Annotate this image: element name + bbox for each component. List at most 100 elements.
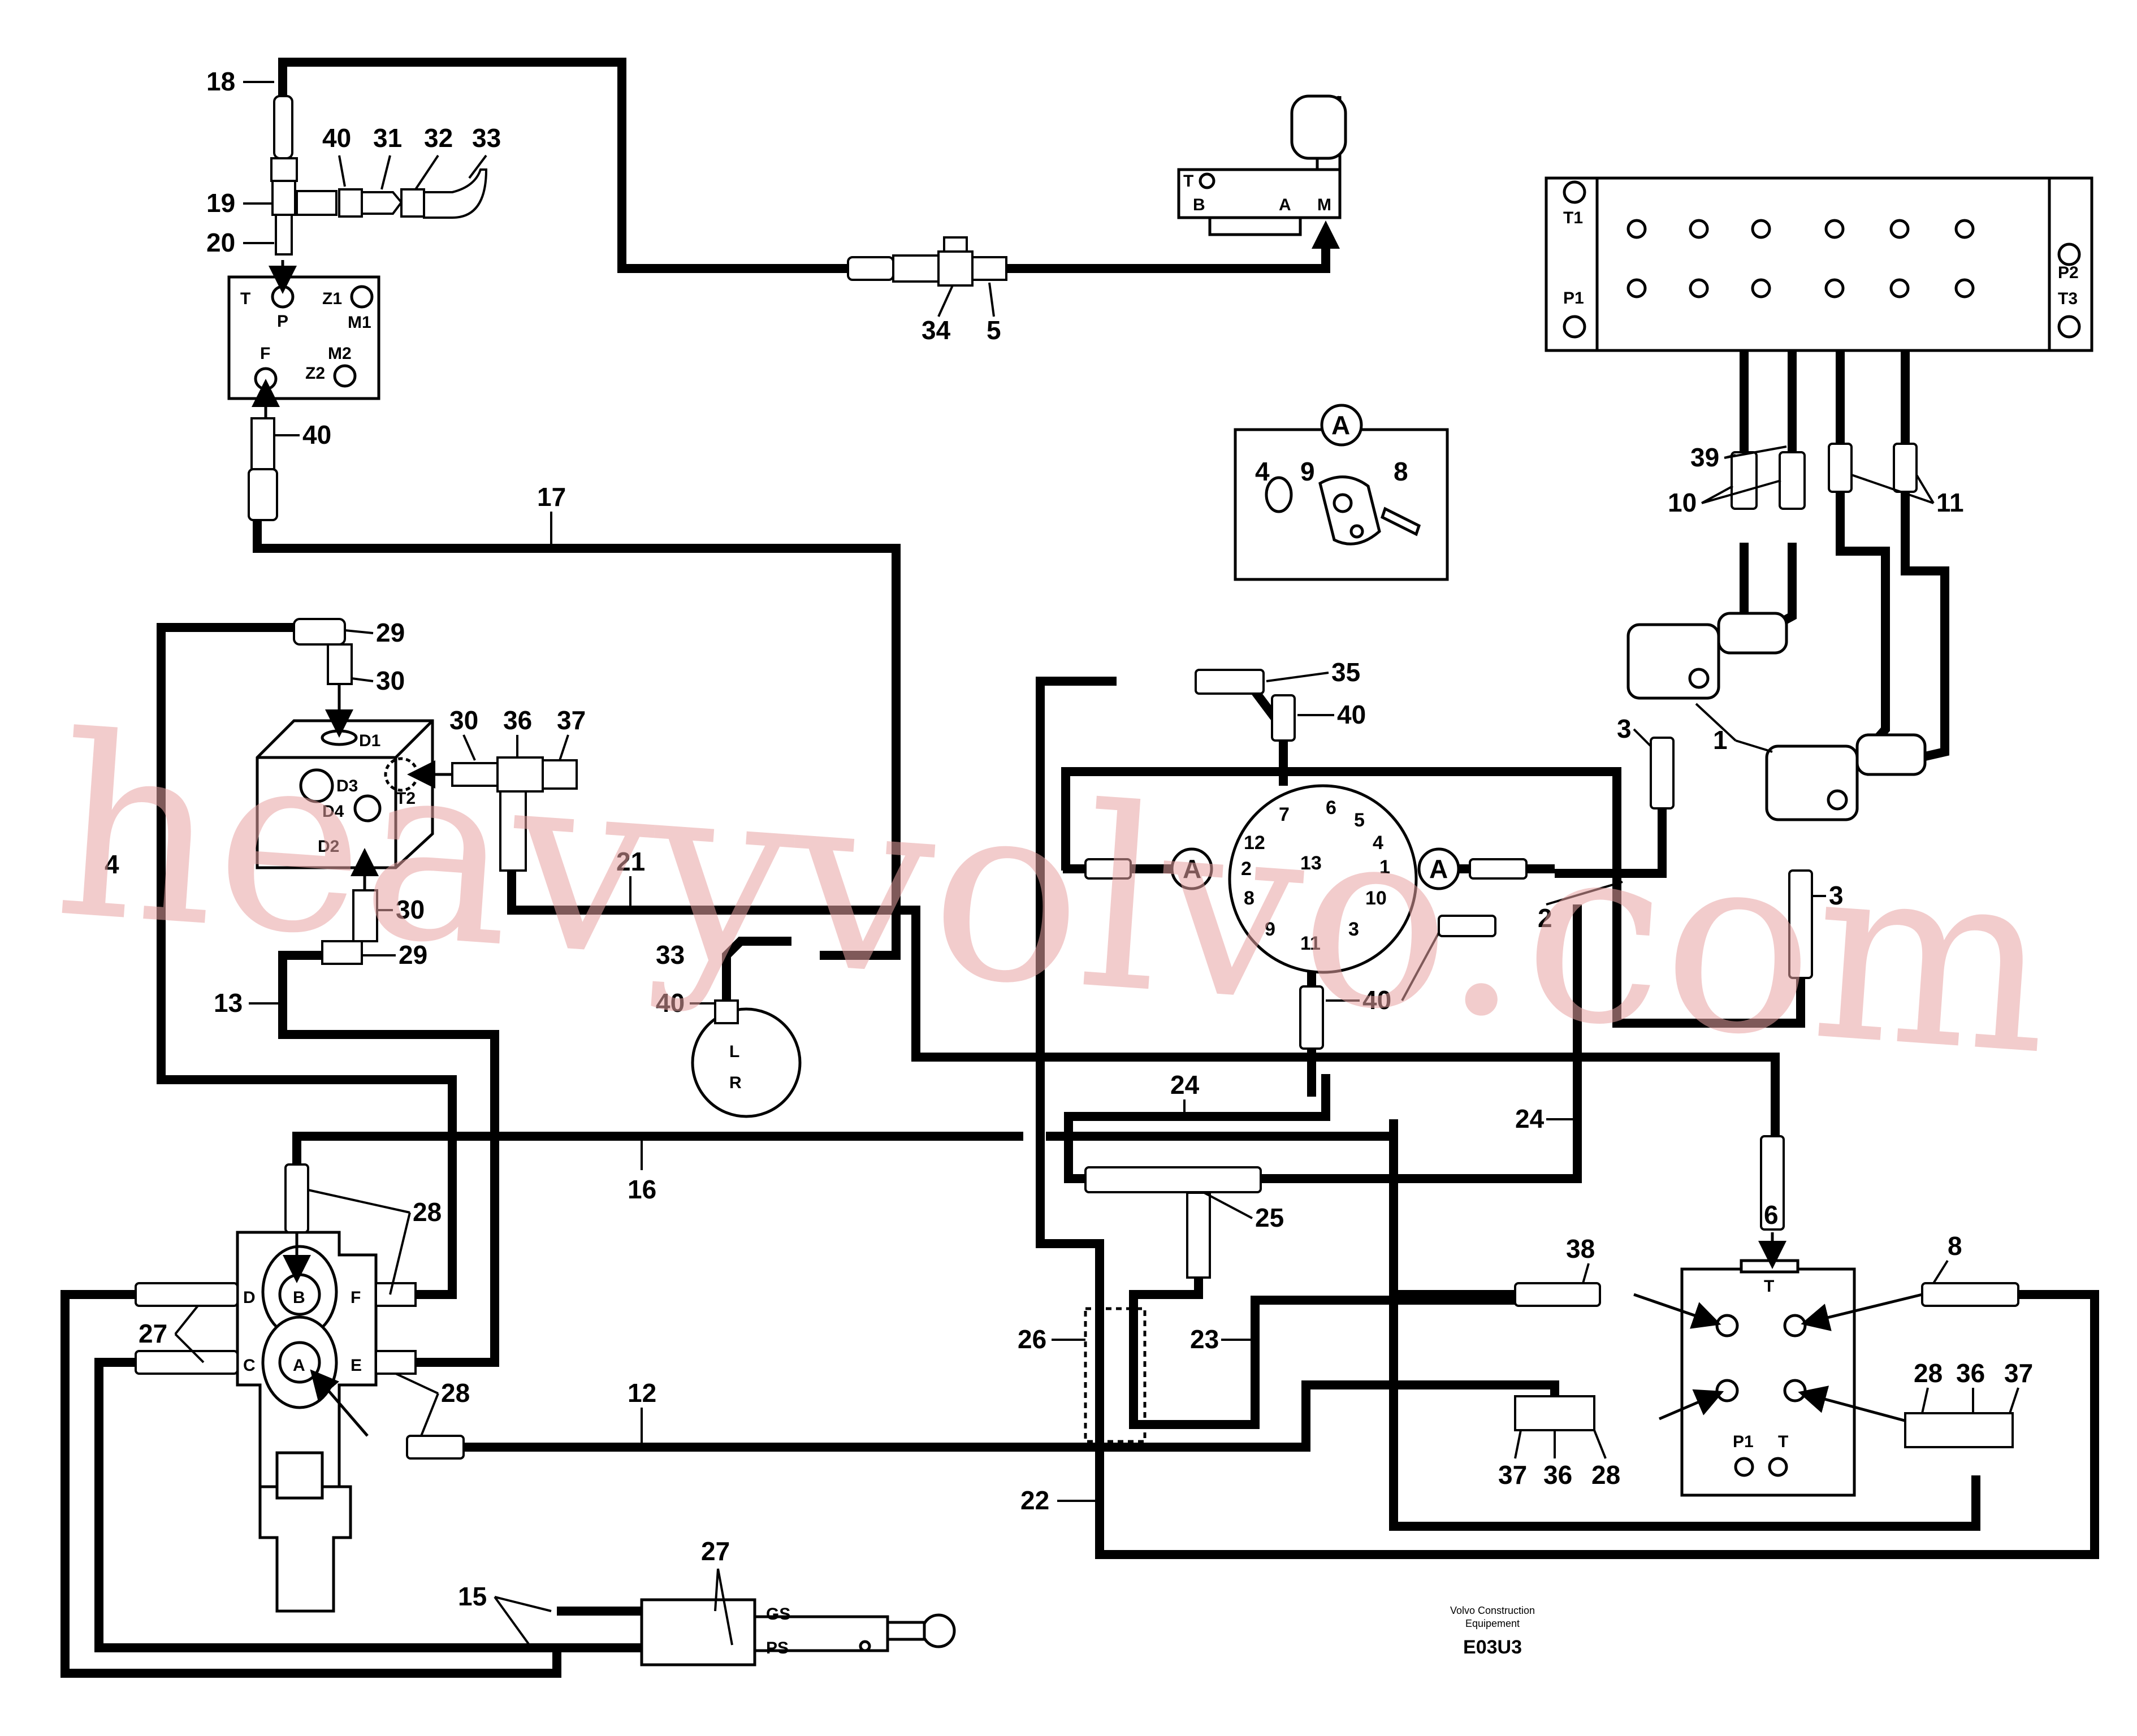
label-28-d: 28 (1591, 1460, 1620, 1490)
hose-24c (1389, 1119, 1980, 1531)
label-40-c: 40 (656, 988, 685, 1018)
footer: Volvo Construction Equipement E03U3 (1450, 1605, 1535, 1658)
label-19: 19 (206, 188, 235, 218)
label-16: 16 (628, 1175, 656, 1204)
label-3-a: 3 (1617, 714, 1632, 743)
hose-22 (1036, 677, 2099, 1559)
manifold-port-t3: T3 (2058, 289, 2078, 308)
port-d4: D4 (322, 802, 344, 821)
label-40-d: 40 (1337, 700, 1366, 729)
pilot-valve-top: T B A M (847, 94, 1347, 287)
joystick-body (640, 1598, 756, 1666)
ctl-port-d: D (243, 1288, 256, 1307)
o-ring-icon (1265, 476, 1293, 513)
hose-23 (1129, 1278, 1515, 1429)
joystick-port-ps: PS (766, 1639, 789, 1657)
connector-body (1228, 784, 1418, 974)
label-27-a: 27 (139, 1319, 167, 1348)
pin-9: 9 (1265, 919, 1275, 940)
label-8-a: 8 (1394, 457, 1408, 486)
label-4-detail: 4 (1255, 457, 1270, 486)
dashed-component-26 (1084, 1307, 1147, 1443)
pin-5: 5 (1354, 809, 1365, 831)
pin-8: 8 (1244, 888, 1254, 909)
pin-3: 3 (1348, 919, 1359, 940)
detail-a-title: A (1331, 410, 1350, 440)
label-9: 9 (1300, 457, 1315, 486)
label-33-b: 33 (656, 940, 685, 969)
hose-16 (292, 1132, 1023, 1164)
port-f: F (260, 344, 270, 363)
d-block: D1 D3 D4 D2 T2 (256, 618, 578, 965)
pin-4: 4 (1373, 832, 1383, 854)
valve-port-m: M (1317, 196, 1331, 214)
pin-10: 10 (1365, 888, 1387, 909)
port-d2: D2 (318, 837, 339, 856)
label-8-b: 8 (1948, 1231, 1962, 1261)
manifold-body (1545, 176, 2093, 352)
label-2: 2 (1538, 903, 1552, 933)
ctl-port-f: F (351, 1288, 361, 1307)
round-connector: 7 6 5 4 12 13 2 1 8 10 9 11 3 A A (1063, 669, 1555, 1097)
flange-icon (1318, 475, 1381, 546)
label-40-b: 40 (302, 420, 331, 449)
port-d1: D1 (359, 731, 380, 750)
manifold-block: T1 P1 P2 T3 (1545, 176, 2093, 979)
port-z1: Z1 (322, 289, 342, 308)
label-36-a: 36 (503, 705, 532, 735)
pin-13: 13 (1300, 852, 1322, 874)
label-35: 35 (1331, 657, 1360, 687)
label-10: 10 (1668, 488, 1697, 517)
label-5: 5 (987, 315, 1001, 345)
dist-port-t2: T (1778, 1432, 1788, 1451)
hose-4 (157, 623, 457, 1299)
manifold-port-p1: P1 (1563, 289, 1584, 308)
label-12: 12 (628, 1378, 656, 1408)
ctl-port-e: E (351, 1356, 362, 1375)
label-15: 15 (458, 1582, 487, 1611)
detail-a: A (1234, 404, 1449, 581)
hose-jc2 (1836, 492, 1890, 755)
ctl-port-c: C (243, 1356, 256, 1375)
hose-2b (1061, 767, 1805, 1028)
selector-body (691, 1007, 802, 1118)
manifold-port-t1: T1 (1563, 209, 1583, 227)
label-6: 6 (1764, 1200, 1779, 1230)
ref-a-right: A (1429, 854, 1448, 884)
port-t2: T2 (396, 789, 416, 808)
label-31: 31 (373, 123, 402, 153)
port-t: T (240, 289, 250, 308)
label-37-b: 37 (2004, 1358, 2033, 1388)
label-28-a: 28 (413, 1197, 442, 1227)
label-11: 11 (1936, 488, 1964, 517)
control-valve: B A D F C E (135, 1163, 465, 1613)
selector-r: R (729, 1073, 742, 1092)
pin-1: 1 (1379, 856, 1390, 878)
label-34: 34 (922, 315, 951, 345)
hose-12 (464, 1380, 1559, 1452)
hose-2 (1555, 808, 1667, 878)
label-20: 20 (206, 228, 235, 257)
label-29-b: 29 (399, 940, 427, 969)
hose-5 (1006, 237, 1330, 273)
joystick-assembly: GS PS (640, 1598, 956, 1666)
label-30-a: 30 (376, 666, 405, 695)
hose-jc2b (1901, 492, 1949, 765)
label-3-b: 3 (1829, 881, 1844, 910)
label-13: 13 (214, 988, 243, 1018)
label-25: 25 (1255, 1203, 1284, 1232)
manifold-port-p2: P2 (2058, 263, 2079, 282)
label-26: 26 (1018, 1324, 1046, 1354)
label-39: 39 (1690, 443, 1719, 472)
label-23: 23 (1190, 1324, 1219, 1354)
label-27-b: 27 (701, 1536, 730, 1566)
hose-24 (1064, 1074, 1330, 1183)
label-32: 32 (424, 123, 453, 153)
hose-15a (60, 1290, 561, 1678)
valve-port-a: A (1279, 196, 1291, 214)
dist-port-p1: P1 (1733, 1432, 1754, 1451)
hose-13 (278, 951, 499, 1367)
dist-port-t: T (1764, 1277, 1774, 1296)
selector-switch: L R (691, 937, 802, 1118)
footer-maker-line2: Equipement (1465, 1618, 1520, 1629)
